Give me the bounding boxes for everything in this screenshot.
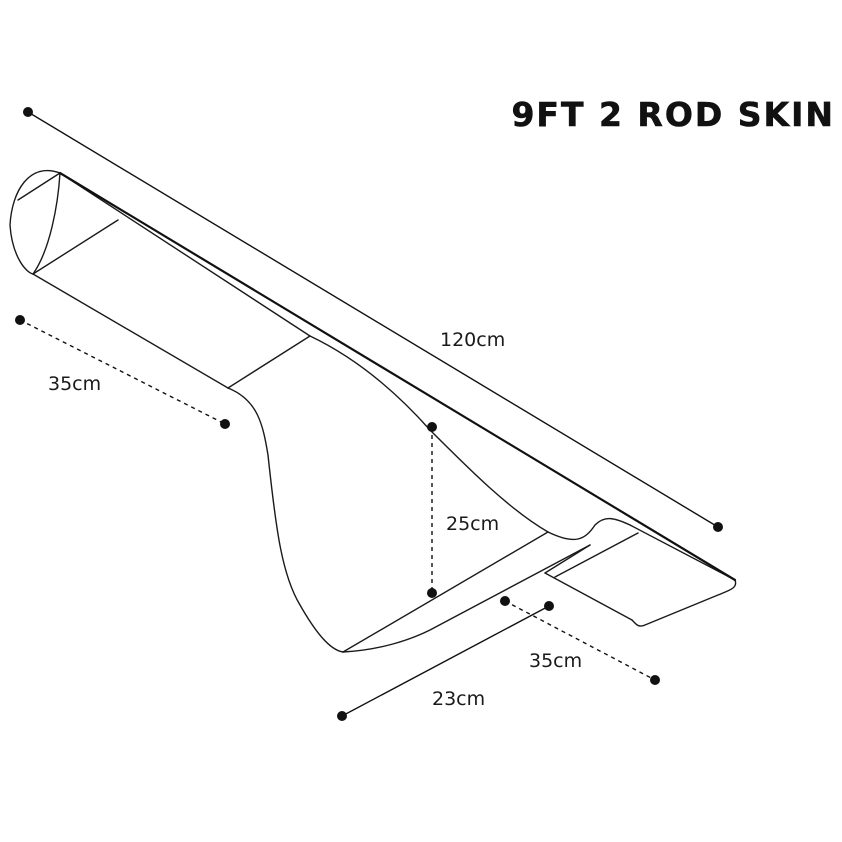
skin-inner-back-edge [59,172,311,337]
skin-lower-left-edge [32,273,229,389]
top-depth-start-dot [15,315,25,325]
dimension-width: 23cm [337,601,554,721]
skin-right-top-edge [629,524,736,581]
skin-back-curve [309,335,549,533]
skin-mid-crossline [227,335,311,389]
length-label: 120cm [440,329,505,351]
top-depth-label: 35cm [48,373,101,395]
dimension-length: 120cm [23,107,723,532]
length-dimension-line [27,111,719,528]
diagram-title: 9FT 2 ROD SKIN [511,95,835,134]
length-end-dot [713,522,723,532]
width-label: 23cm [432,688,485,710]
skin-bump [547,517,631,541]
top-depth-end-dot [220,419,230,429]
length-start-dot [23,107,33,117]
bottom-depth-end-dot [650,675,660,685]
dimension-height: 25cm [427,422,499,598]
height-end-dot [427,588,437,598]
skin-upper-crossline [32,219,119,275]
skin-left-fold [17,172,61,201]
width-end-dot [544,601,554,611]
width-dimension-line [341,605,550,717]
skin-left-end-cap [9,169,61,275]
dimension-top-depth: 35cm [15,315,230,429]
rod-skin-outline [9,169,737,653]
height-start-dot [427,422,437,432]
dimension-bottom-depth: 35cm [500,596,660,685]
width-start-dot [337,711,347,721]
skin-pocket-bottom [342,531,549,653]
skin-right-end [631,579,737,627]
skin-pocket-floor [342,544,591,653]
skin-top-ridge [58,171,737,582]
height-label: 25cm [446,513,499,535]
skin-front-drop [227,387,344,653]
skin-left-end-rim [32,172,61,275]
bottom-depth-label: 35cm [529,650,582,672]
skin-right-inner-line [544,544,591,574]
top-depth-dimension-line [19,319,226,425]
skin-right-crossline [554,532,639,578]
bottom-depth-start-dot [500,596,510,606]
skin-right-lower-edge [544,572,633,621]
